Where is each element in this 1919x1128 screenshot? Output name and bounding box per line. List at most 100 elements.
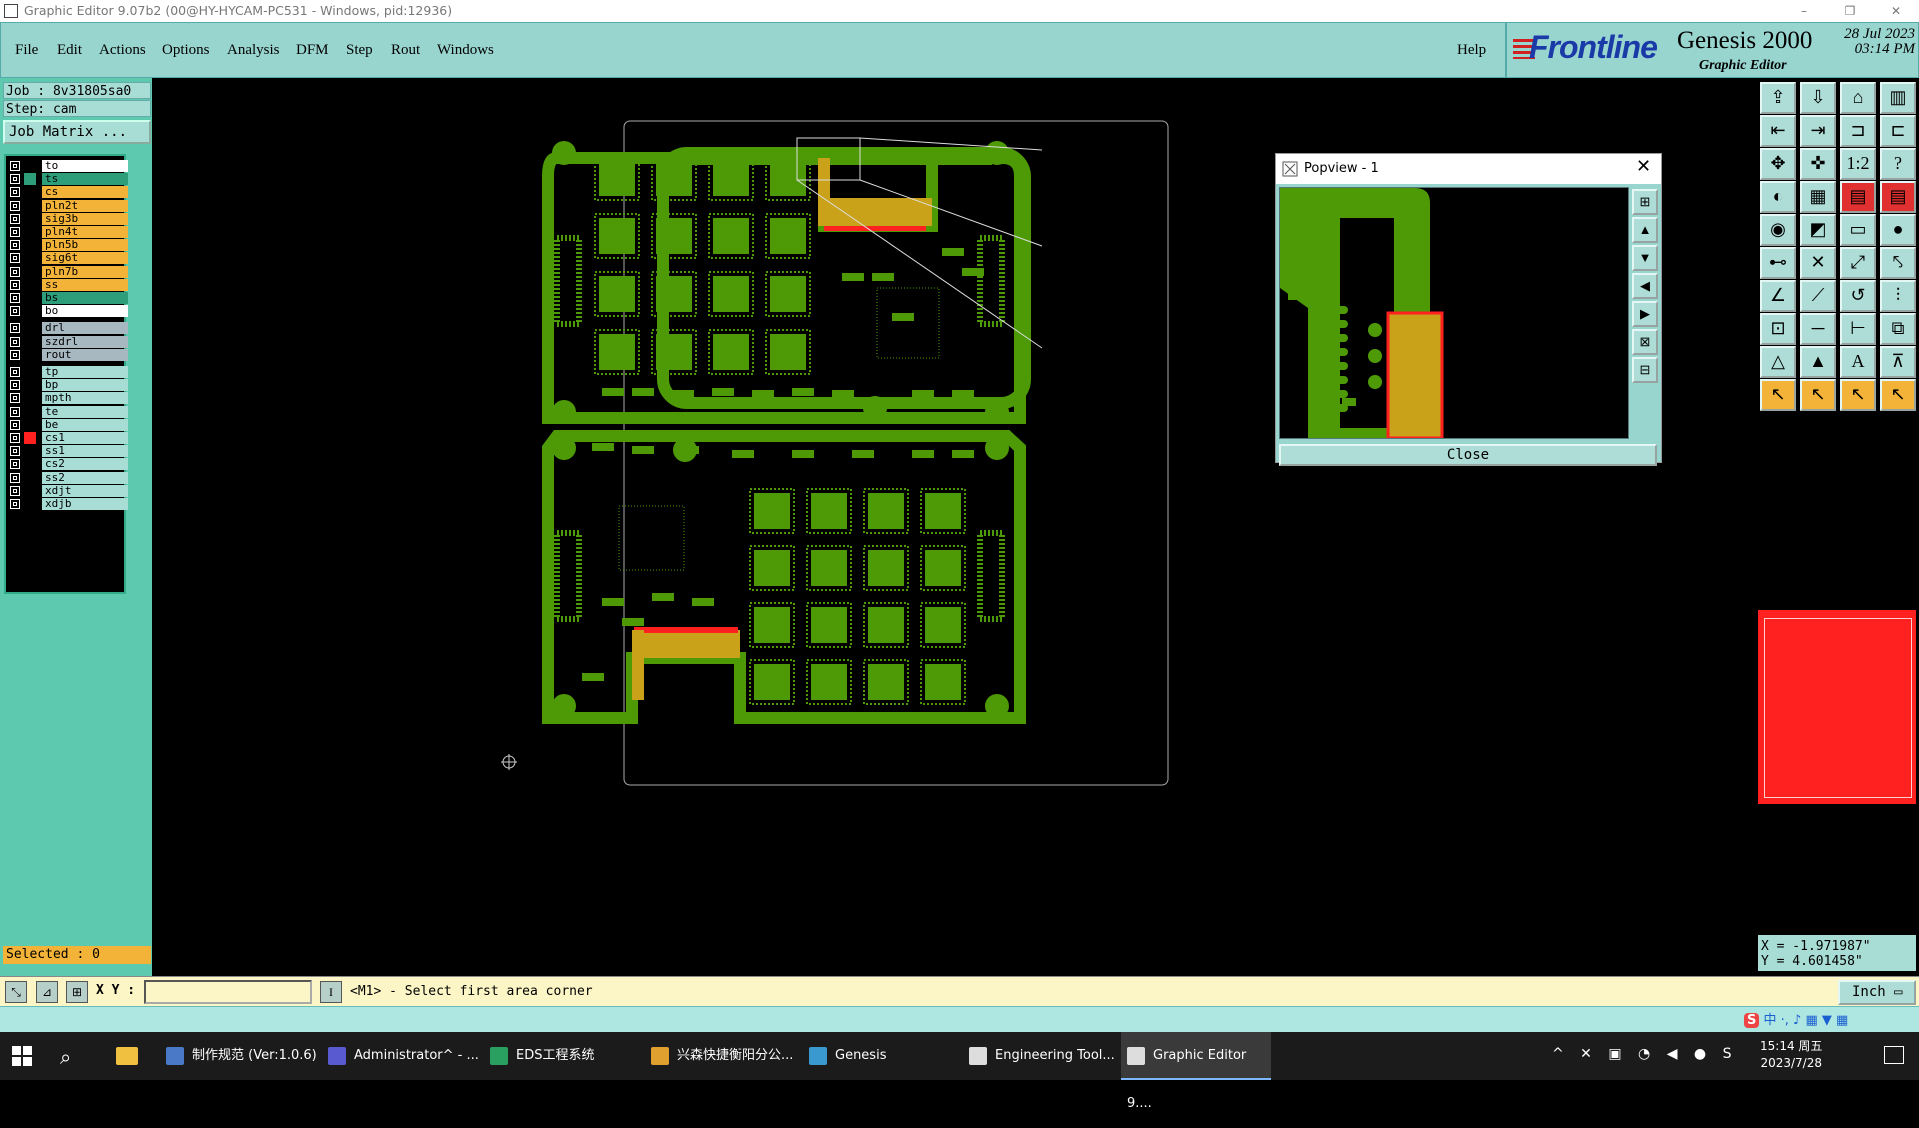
layer-checkbox[interactable] [10, 174, 20, 185]
triangle-b-icon[interactable]: ▲ [1800, 346, 1836, 378]
measure-icon[interactable]: ⊢ [1840, 313, 1876, 345]
help-icon[interactable]: ? [1880, 148, 1916, 180]
layer-color-swatch[interactable] [24, 322, 36, 335]
layer-row-tp[interactable]: tp [8, 365, 128, 379]
text-a-icon[interactable]: A [1840, 346, 1876, 378]
fit-icon[interactable]: ✜ [1800, 148, 1836, 180]
layer-checkbox[interactable] [10, 472, 20, 483]
popview-pan-right-button[interactable]: ▶ [1632, 301, 1658, 327]
home-icon[interactable]: ⌂ [1840, 82, 1876, 114]
layer-name[interactable]: tp [42, 366, 128, 378]
zoom-in-icon[interactable]: ⇩ [1800, 82, 1836, 114]
layer-color-swatch[interactable] [24, 292, 36, 304]
layer-color-swatch[interactable] [24, 471, 36, 484]
menu-actions[interactable]: Actions [99, 42, 146, 58]
layer-name[interactable]: xdjt [42, 484, 128, 497]
layer-color-swatch[interactable] [24, 226, 36, 238]
layer-checkbox[interactable] [10, 200, 20, 211]
layer-row-cs1[interactable]: cs1 [8, 431, 128, 445]
layer-name[interactable]: xdjb [42, 498, 128, 510]
unit-selector[interactable]: Inch ▭ [1838, 980, 1916, 1005]
taskbar-app[interactable]: Engineering Tool... [963, 1032, 1117, 1080]
layer-row-pln5b[interactable]: pln5b [8, 238, 128, 252]
cross-icon[interactable]: ✕ [1800, 247, 1836, 279]
pointer-b-icon[interactable]: ↖ [1800, 379, 1836, 411]
layer-color-swatch[interactable] [24, 335, 36, 348]
copy-icon[interactable]: ⧉ [1880, 313, 1916, 345]
layer-color-swatch[interactable] [24, 348, 36, 361]
angle-icon[interactable]: ∠ [1760, 280, 1796, 312]
layer-name[interactable]: mpth [42, 392, 128, 405]
menu-edit[interactable]: Edit [57, 42, 82, 58]
layer-name[interactable]: be [42, 418, 128, 431]
horizontal-icon[interactable]: ─ [1800, 313, 1836, 345]
layer-name[interactable]: ss [42, 278, 128, 291]
layer-row-bp[interactable]: bp [8, 378, 128, 392]
notification-icon[interactable] [1884, 1046, 1904, 1064]
layer-name[interactable]: bs [42, 292, 128, 304]
layer-name[interactable]: ss1 [42, 445, 128, 458]
layer-name[interactable]: cs1 [42, 432, 128, 444]
layer-color-swatch[interactable] [24, 278, 36, 291]
layer-name[interactable]: cs [42, 186, 128, 199]
layer-name[interactable]: ts [42, 173, 128, 186]
contour-icon[interactable]: ◩ [1800, 214, 1836, 246]
layer-row-be[interactable]: be [8, 418, 128, 432]
layer-color-swatch[interactable] [24, 392, 36, 405]
layer-name[interactable]: te [42, 405, 128, 418]
popview-canvas[interactable] [1279, 187, 1629, 439]
layer-color-swatch[interactable] [24, 432, 36, 444]
layer-checkbox[interactable] [10, 279, 20, 290]
layer-checkbox[interactable] [10, 349, 20, 360]
layer-row-bo[interactable]: bo [8, 304, 128, 318]
menu-file[interactable]: File [15, 42, 39, 58]
split-icon[interactable]: ⫶ [1880, 280, 1916, 312]
popview-zoom-out-button[interactable]: ⊟ [1632, 357, 1658, 383]
layer-checkbox[interactable] [10, 306, 20, 317]
layer-checkbox[interactable] [10, 433, 20, 443]
layer-name[interactable]: bo [42, 305, 128, 318]
layer-checkbox[interactable] [10, 161, 20, 171]
line-a-icon[interactable]: ⤢ [1840, 247, 1876, 279]
menu-rout[interactable]: Rout [391, 42, 421, 58]
layer-checkbox[interactable] [10, 459, 20, 470]
layer-name[interactable]: bp [42, 379, 128, 392]
layer-color-swatch[interactable] [24, 498, 36, 510]
xy-input[interactable] [144, 980, 312, 1004]
red-tool-a-icon[interactable]: ▤ [1840, 181, 1876, 213]
corner-icon[interactable]: ⊡ [1760, 313, 1796, 345]
menu-help[interactable]: Help [1457, 42, 1487, 58]
info-icon[interactable]: I [320, 981, 342, 1003]
layer-row-xdjb[interactable]: xdjb [8, 497, 128, 511]
rotate-icon[interactable]: ↺ [1840, 280, 1876, 312]
maximize-button[interactable]: ❐ [1844, 4, 1856, 18]
layer-name[interactable]: pln2t [42, 199, 128, 212]
layer-color-swatch[interactable] [24, 458, 36, 471]
layer-checkbox[interactable] [10, 187, 20, 198]
layer-color-swatch[interactable] [24, 239, 36, 252]
pointer-a-icon[interactable]: ↖ [1760, 379, 1796, 411]
connect-icon[interactable]: ⊷ [1760, 247, 1796, 279]
ime-toolbar[interactable]: S 中 ·, ♪ ▦ ▼ ▦ [1744, 1009, 1914, 1031]
popview-pan-down-button[interactable]: ▼ [1632, 245, 1658, 271]
popview-zoom-in-button[interactable]: ⊞ [1632, 189, 1658, 215]
taskbar-app[interactable]: Administrator^ - ... [322, 1032, 480, 1080]
layer-row-ts[interactable]: ts [8, 172, 128, 186]
diagonal-icon[interactable]: ⟋ [1800, 280, 1836, 312]
layer-color-swatch[interactable] [24, 366, 36, 378]
layer-row-cs[interactable]: cs [8, 185, 128, 199]
layer-name[interactable]: pln5b [42, 239, 128, 252]
taskbar-app[interactable]: EDS工程系统 [484, 1032, 642, 1080]
layer-name[interactable]: szdrl [42, 335, 128, 348]
layer-color-swatch[interactable] [24, 186, 36, 199]
layer-name[interactable]: cs2 [42, 458, 128, 471]
shrink-icon[interactable]: ⊐ [1840, 115, 1876, 147]
layer-color-swatch[interactable] [24, 418, 36, 431]
layer-checkbox[interactable] [10, 253, 20, 264]
job-matrix-button[interactable]: Job Matrix ... [3, 120, 151, 144]
menu-step[interactable]: Step [346, 42, 373, 58]
layer-name[interactable]: to [42, 160, 128, 172]
pan-right-icon[interactable]: ⇥ [1800, 115, 1836, 147]
layer-checkbox[interactable] [10, 485, 20, 496]
popview-pan-up-button[interactable]: ▲ [1632, 217, 1658, 243]
